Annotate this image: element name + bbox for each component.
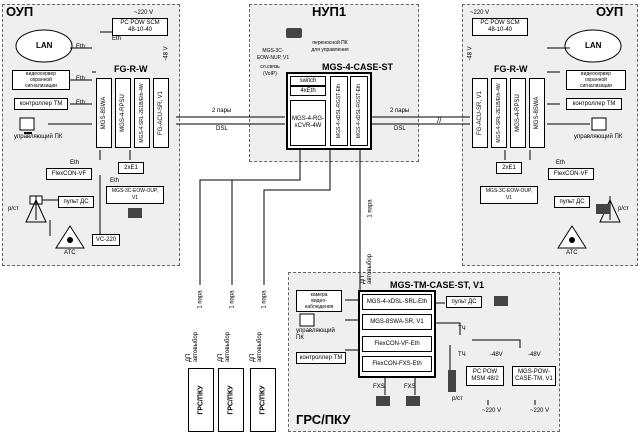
dsl-left: DSL — [216, 126, 228, 132]
right-pult: пульт ДС — [554, 196, 590, 208]
left-e1: 2xE1 — [118, 162, 144, 174]
zone-title-nup1: НУП1 — [312, 4, 347, 19]
nup-switch: switch — [290, 76, 326, 86]
grs-box-2: ГРС/ПКУ — [218, 368, 244, 432]
tm-mgs-pow: MGS-POW- CASE-TM, V1 — [512, 366, 556, 386]
tm-case-title: MGS-TM-CASE-ST, V1 — [390, 280, 485, 290]
dsl-right-pairs: 2 пары — [390, 108, 410, 114]
tm-pc-pow: PC POW MSM 48/2 — [466, 366, 504, 386]
tm-b3: FlexCON-VF-Eth — [362, 336, 432, 352]
nup-case-title: MGS-4-CASE-ST — [322, 62, 394, 72]
tm-tch-1: ТЧ — [458, 326, 466, 332]
nup-c1: MGS-4-xDSL-RGST-Eth — [330, 76, 348, 146]
right-mod1: FG-ACU-SR, V1 — [472, 78, 488, 148]
left-pult: пульт ДС — [58, 196, 94, 208]
zone-title-grs: ГРС/ПКУ — [296, 412, 351, 427]
right-lan-label: LAN — [585, 41, 602, 50]
tm-v220a: ~220 V — [482, 408, 502, 414]
tm-fxs-2: FXS — [404, 384, 416, 390]
svg-text://: // — [437, 116, 442, 125]
left-v220: ~220 V — [134, 10, 154, 16]
left-lan-label: LAN — [36, 41, 53, 50]
tm-b2: MGS-8SWA-SR, V1 — [362, 314, 432, 330]
right-rst: р/ст — [618, 206, 629, 212]
left-ats: АТС — [64, 250, 76, 256]
tm-cam: камера видео- наблюдения — [296, 290, 342, 312]
left-pc: управляющий ПК — [14, 134, 63, 140]
right-e1: 2xE1 — [496, 162, 522, 174]
nup-mgs3c: MGS-3C- EOW-NUP, V1 — [256, 48, 290, 61]
nup-c2: MGS-4-xDSL-RGST-Eth — [350, 76, 368, 146]
left-eth6: Eth — [110, 178, 120, 184]
tm-pc: управляющий ПК — [296, 328, 335, 341]
left-eth4: Eth — [76, 100, 86, 106]
right-ats: АТС — [566, 250, 578, 256]
dsl-left-pairs: 2 пары — [212, 108, 232, 114]
grs-box-1: ГРС/ПКУ — [188, 368, 214, 432]
left-mod4: FG-ACU-SR, V1 — [153, 78, 169, 148]
tm-b4: FlexCON-FXS-Eth — [362, 356, 432, 372]
tm-rst: р/ст — [452, 396, 463, 402]
right-video: видеосервер охранной сигнализации — [566, 70, 626, 90]
left-rst: р/ст — [8, 206, 19, 212]
tm-v220b: ~220 V — [530, 408, 550, 414]
nup-rg: MGS-4-RG- xCVR-4W — [290, 100, 326, 146]
right-mod3: MGS-4-RPSU — [510, 78, 526, 148]
right-flexcon: FlexCON-VF — [548, 168, 594, 180]
grs-box-3: ГРС/ПКУ — [250, 368, 276, 432]
left-eth3: Eth — [76, 76, 86, 82]
left-fgrw: FG-R-W — [114, 64, 148, 74]
right-v220: ~220 V — [470, 10, 490, 16]
right-pc-pow: PC POW SCM 48-10-40 — [472, 18, 528, 36]
zone-title-oup-left: ОУП — [6, 4, 34, 19]
left-eth1: Eth — [112, 36, 122, 42]
tm-fxs-1: FXS — [373, 384, 385, 390]
right-eth: Eth — [556, 160, 566, 166]
left-video: видеосервер охранной сигнализации — [12, 70, 70, 90]
tm-v48a: -48V — [490, 352, 503, 358]
nup-eth4x: 4xEth — [290, 86, 326, 96]
left-ctrl-tm: контроллер ТМ — [14, 98, 68, 110]
right-ctrl-tm: контроллер ТМ — [566, 98, 622, 110]
left-mod1: MGS-8SWA — [96, 78, 112, 148]
tm-v48b: -48V — [528, 352, 541, 358]
tm-b1: MGS-4-xDSL-SRL-Eth — [362, 294, 432, 310]
dsl-right: DSL — [394, 126, 406, 132]
right-mod4: MGS-8SWA — [529, 78, 545, 148]
right-mod2: MGS-4-SRL-2E1B/Eth-4W — [491, 78, 507, 148]
left-mod3: MGS-4-SRL-2E1B/Eth-4W — [134, 78, 150, 148]
left-vc: VC-220 — [92, 234, 120, 246]
left-eth2: Eth — [76, 44, 86, 50]
left-pc-pow: PC POW SCM 48-10-40 — [112, 18, 168, 36]
right-fgrw: FG-R-W — [494, 64, 528, 74]
tm-tch-2: ТЧ — [458, 352, 466, 358]
tm-pult: пульт ДС — [446, 296, 482, 308]
zone-title-oup-right: ОУП — [596, 4, 624, 19]
left-flexcon: FlexCON-VF — [46, 168, 92, 180]
left-mgs3c: MGS-3C-EOW-OUP, V1 — [106, 186, 164, 204]
right-pc: управляющий ПК — [574, 134, 623, 140]
tm-ctrl: контроллер ТМ — [296, 352, 346, 364]
left-mod2: MGS-4-RPSU — [115, 78, 131, 148]
left-eth5: Eth — [70, 160, 80, 166]
nup-pc: переносной ПК для управления — [311, 40, 349, 53]
right-mgs3c: MGS-3C-EOW-OUP, V1 — [480, 186, 538, 204]
nup-sv: сл.связь (VoIP) — [260, 64, 280, 77]
